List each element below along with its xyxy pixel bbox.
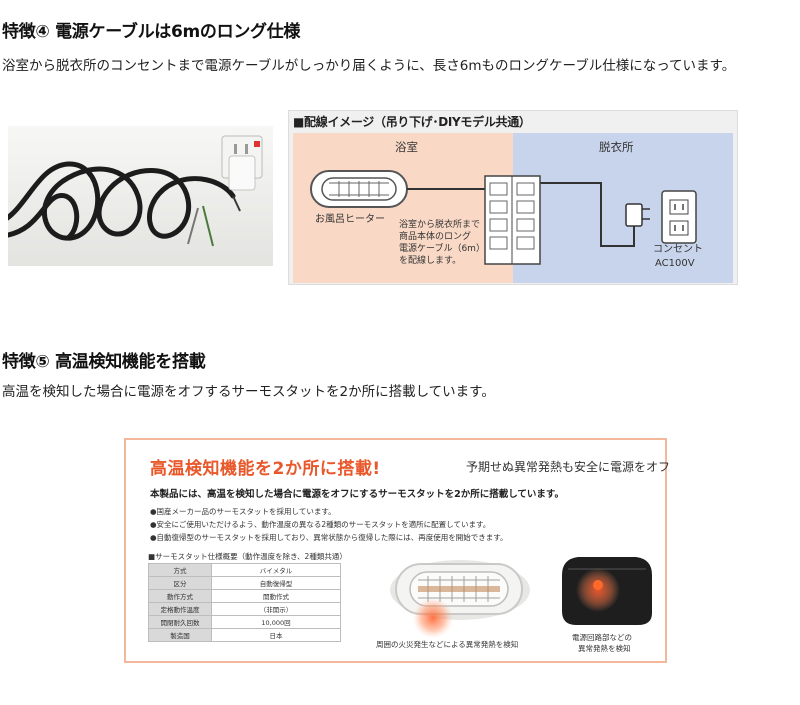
spec-table: 方式バイメタル 区分自動復帰型 動作方式開動作式 定格動作温度（非開示） 開閉耐…	[148, 563, 341, 642]
cable-note-line: を配線します。	[399, 256, 462, 266]
wiring-diagram: ■配線イメージ（吊り下げ･DIYモデル共通） 浴室 脱衣所	[288, 110, 738, 285]
spec-value: バイメタル	[211, 563, 341, 577]
heater-label: お風呂ヒーター	[315, 214, 385, 225]
door-icon	[484, 175, 541, 265]
section5-body: 高温を検知した場合に電源をオフするサーモスタットを2か所に搭載しています。	[2, 384, 495, 400]
table-row: 方式バイメタル	[148, 563, 341, 577]
section4-heading: 特徴④ 電源ケーブルは6mのロング仕様	[2, 22, 301, 42]
bathroom-label: 浴室	[395, 140, 418, 154]
spec-key: 動作方式	[148, 589, 212, 603]
spec-value: 日本	[211, 628, 341, 642]
bullet-item: ●安全にご使用いただけるよう、動作温度の異なる2種類のサーモスタットを適所に配置…	[150, 520, 491, 529]
cable-note: 浴室から脱衣所まで 商品本体のロング 電源ケーブル（6m） を配線します。	[399, 219, 485, 267]
spec-value: 自動復帰型	[211, 576, 341, 590]
bullet-item: ●国産メーカー品のサーモスタットを採用しています。	[150, 507, 336, 516]
cable-note-line: 商品本体のロング	[399, 232, 472, 242]
circuit-caption-line1: 電源回路部などの	[572, 633, 632, 642]
wiring-lines	[310, 170, 697, 265]
outlet-label: コンセント	[653, 244, 703, 255]
cable-note-line: 電源ケーブル（6m）	[399, 244, 485, 254]
power-cable-photo	[8, 126, 273, 266]
panel-description: 本製品には、高温を検知した場合に電源をオフにするサーモスタットを2か所に搭載して…	[150, 489, 564, 500]
table-row: 区分自動復帰型	[148, 576, 341, 590]
table-row: 製造国日本	[148, 628, 341, 642]
panel-subtitle: 予期せぬ異常発熱も安全に電源をオフ	[466, 460, 671, 474]
thermostat-panel: 高温検知機能を2か所に搭載! 予期せぬ異常発熱も安全に電源をオフ 本製品には、高…	[124, 438, 671, 663]
spec-value: （非開示）	[211, 602, 341, 616]
bullet-item: ●自動復帰型のサーモスタットを採用しており、異常状態から復帰した際には、再度使用…	[150, 533, 508, 542]
section5-heading: 特徴⑤ 高温検知機能を搭載	[2, 352, 206, 372]
bath-heater-icon	[310, 170, 408, 208]
dressing-room-label: 脱衣所	[599, 140, 634, 154]
panel-title: 高温検知機能を2か所に搭載!	[150, 459, 381, 479]
spec-key: 定格動作温度	[148, 602, 212, 616]
spec-key: 区分	[148, 576, 212, 590]
table-row: 定格動作温度（非開示）	[148, 602, 341, 616]
wall-outlet-icon	[661, 190, 697, 244]
spec-value: 開動作式	[211, 589, 341, 603]
plug-icon	[625, 203, 650, 236]
spec-key: 方式	[148, 563, 212, 577]
outlet-voltage: AC100V	[655, 258, 695, 269]
heater-caption: 周囲の火災発生などによる異常発熱を検知	[376, 640, 519, 649]
spec-key: 開閉耐久回数	[148, 615, 212, 629]
section4-body: 浴室から脱衣所のコンセントまで電源ケーブルがしっかり届くように、長さ6mものロン…	[2, 58, 736, 74]
spec-table-title: ■サーモスタット仕様概要（動作温度を除き、2種類共通）	[148, 552, 347, 561]
circuit-box-image	[562, 557, 652, 625]
wiring-diagram-title: ■配線イメージ（吊り下げ･DIYモデル共通）	[293, 115, 531, 129]
cable-note-line: 浴室から脱衣所まで	[399, 220, 481, 230]
spec-value: 10,000回	[211, 615, 341, 629]
spec-key: 製造国	[148, 628, 212, 642]
heater-product-image	[390, 560, 530, 638]
circuit-caption-line2: 異常発熱を検知	[578, 644, 631, 653]
power-cable-illustration	[8, 126, 273, 266]
table-row: 動作方式開動作式	[148, 589, 341, 603]
